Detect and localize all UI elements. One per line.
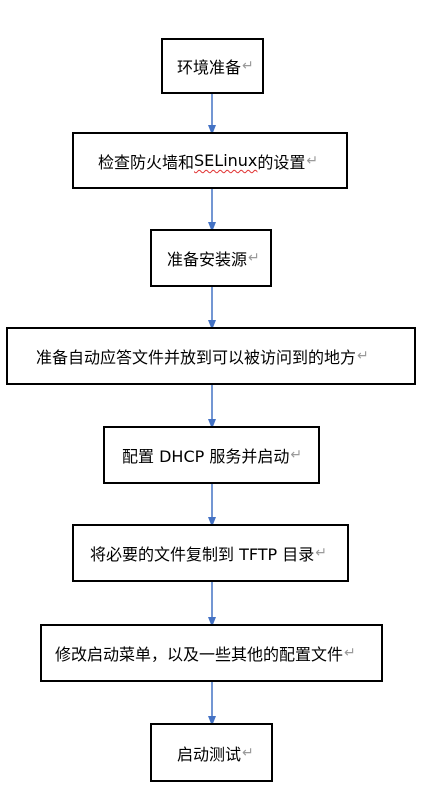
paragraph-mark-icon: ↵: [306, 152, 319, 169]
step-7-label: 修改启动菜单，以及一些其他的配置文件: [55, 645, 344, 664]
step-3-label: 准备安装源: [167, 250, 248, 269]
paragraph-mark-icon: ↵: [242, 58, 254, 74]
paragraph-mark-icon: ↵: [315, 545, 328, 561]
paragraph-mark-icon: ↵: [248, 250, 260, 266]
paragraph-mark-icon: ↵: [290, 447, 303, 463]
step-3-box: 准备安装源↵: [150, 229, 272, 287]
paragraph-mark-icon: ↵: [242, 744, 254, 761]
step-8-label: 启动测试: [177, 744, 242, 764]
paragraph-mark-icon: ↵: [344, 645, 356, 661]
step-1-label: 环境准备: [177, 58, 242, 77]
step-2-label-selinux: SELinux: [194, 151, 258, 170]
step-4-label: 准备自动应答文件并放到可以被访问到的地方: [36, 348, 357, 367]
step-5-box: 配置 DHCP 服务并启动↵: [103, 426, 320, 484]
step-7-box: 修改启动菜单，以及一些其他的配置文件↵: [40, 624, 383, 682]
step-1-box: 环境准备↵: [161, 38, 264, 94]
step-4-box: 准备自动应答文件并放到可以被访问到的地方↵: [6, 327, 416, 385]
step-2-label-after: 的设置: [257, 152, 306, 172]
step-2-box: 检查防火墙和 SELinux 的设置↵: [72, 132, 348, 189]
step-6-label: 将必要的文件复制到 TFTP 目录: [90, 545, 315, 564]
step-5-label: 配置 DHCP 服务并启动: [122, 447, 290, 466]
step-8-box: 启动测试↵: [150, 723, 273, 782]
step-2-label-before: 检查防火墙和: [98, 152, 195, 172]
paragraph-mark-icon: ↵: [357, 348, 369, 364]
step-6-box: 将必要的文件复制到 TFTP 目录↵: [72, 524, 349, 582]
